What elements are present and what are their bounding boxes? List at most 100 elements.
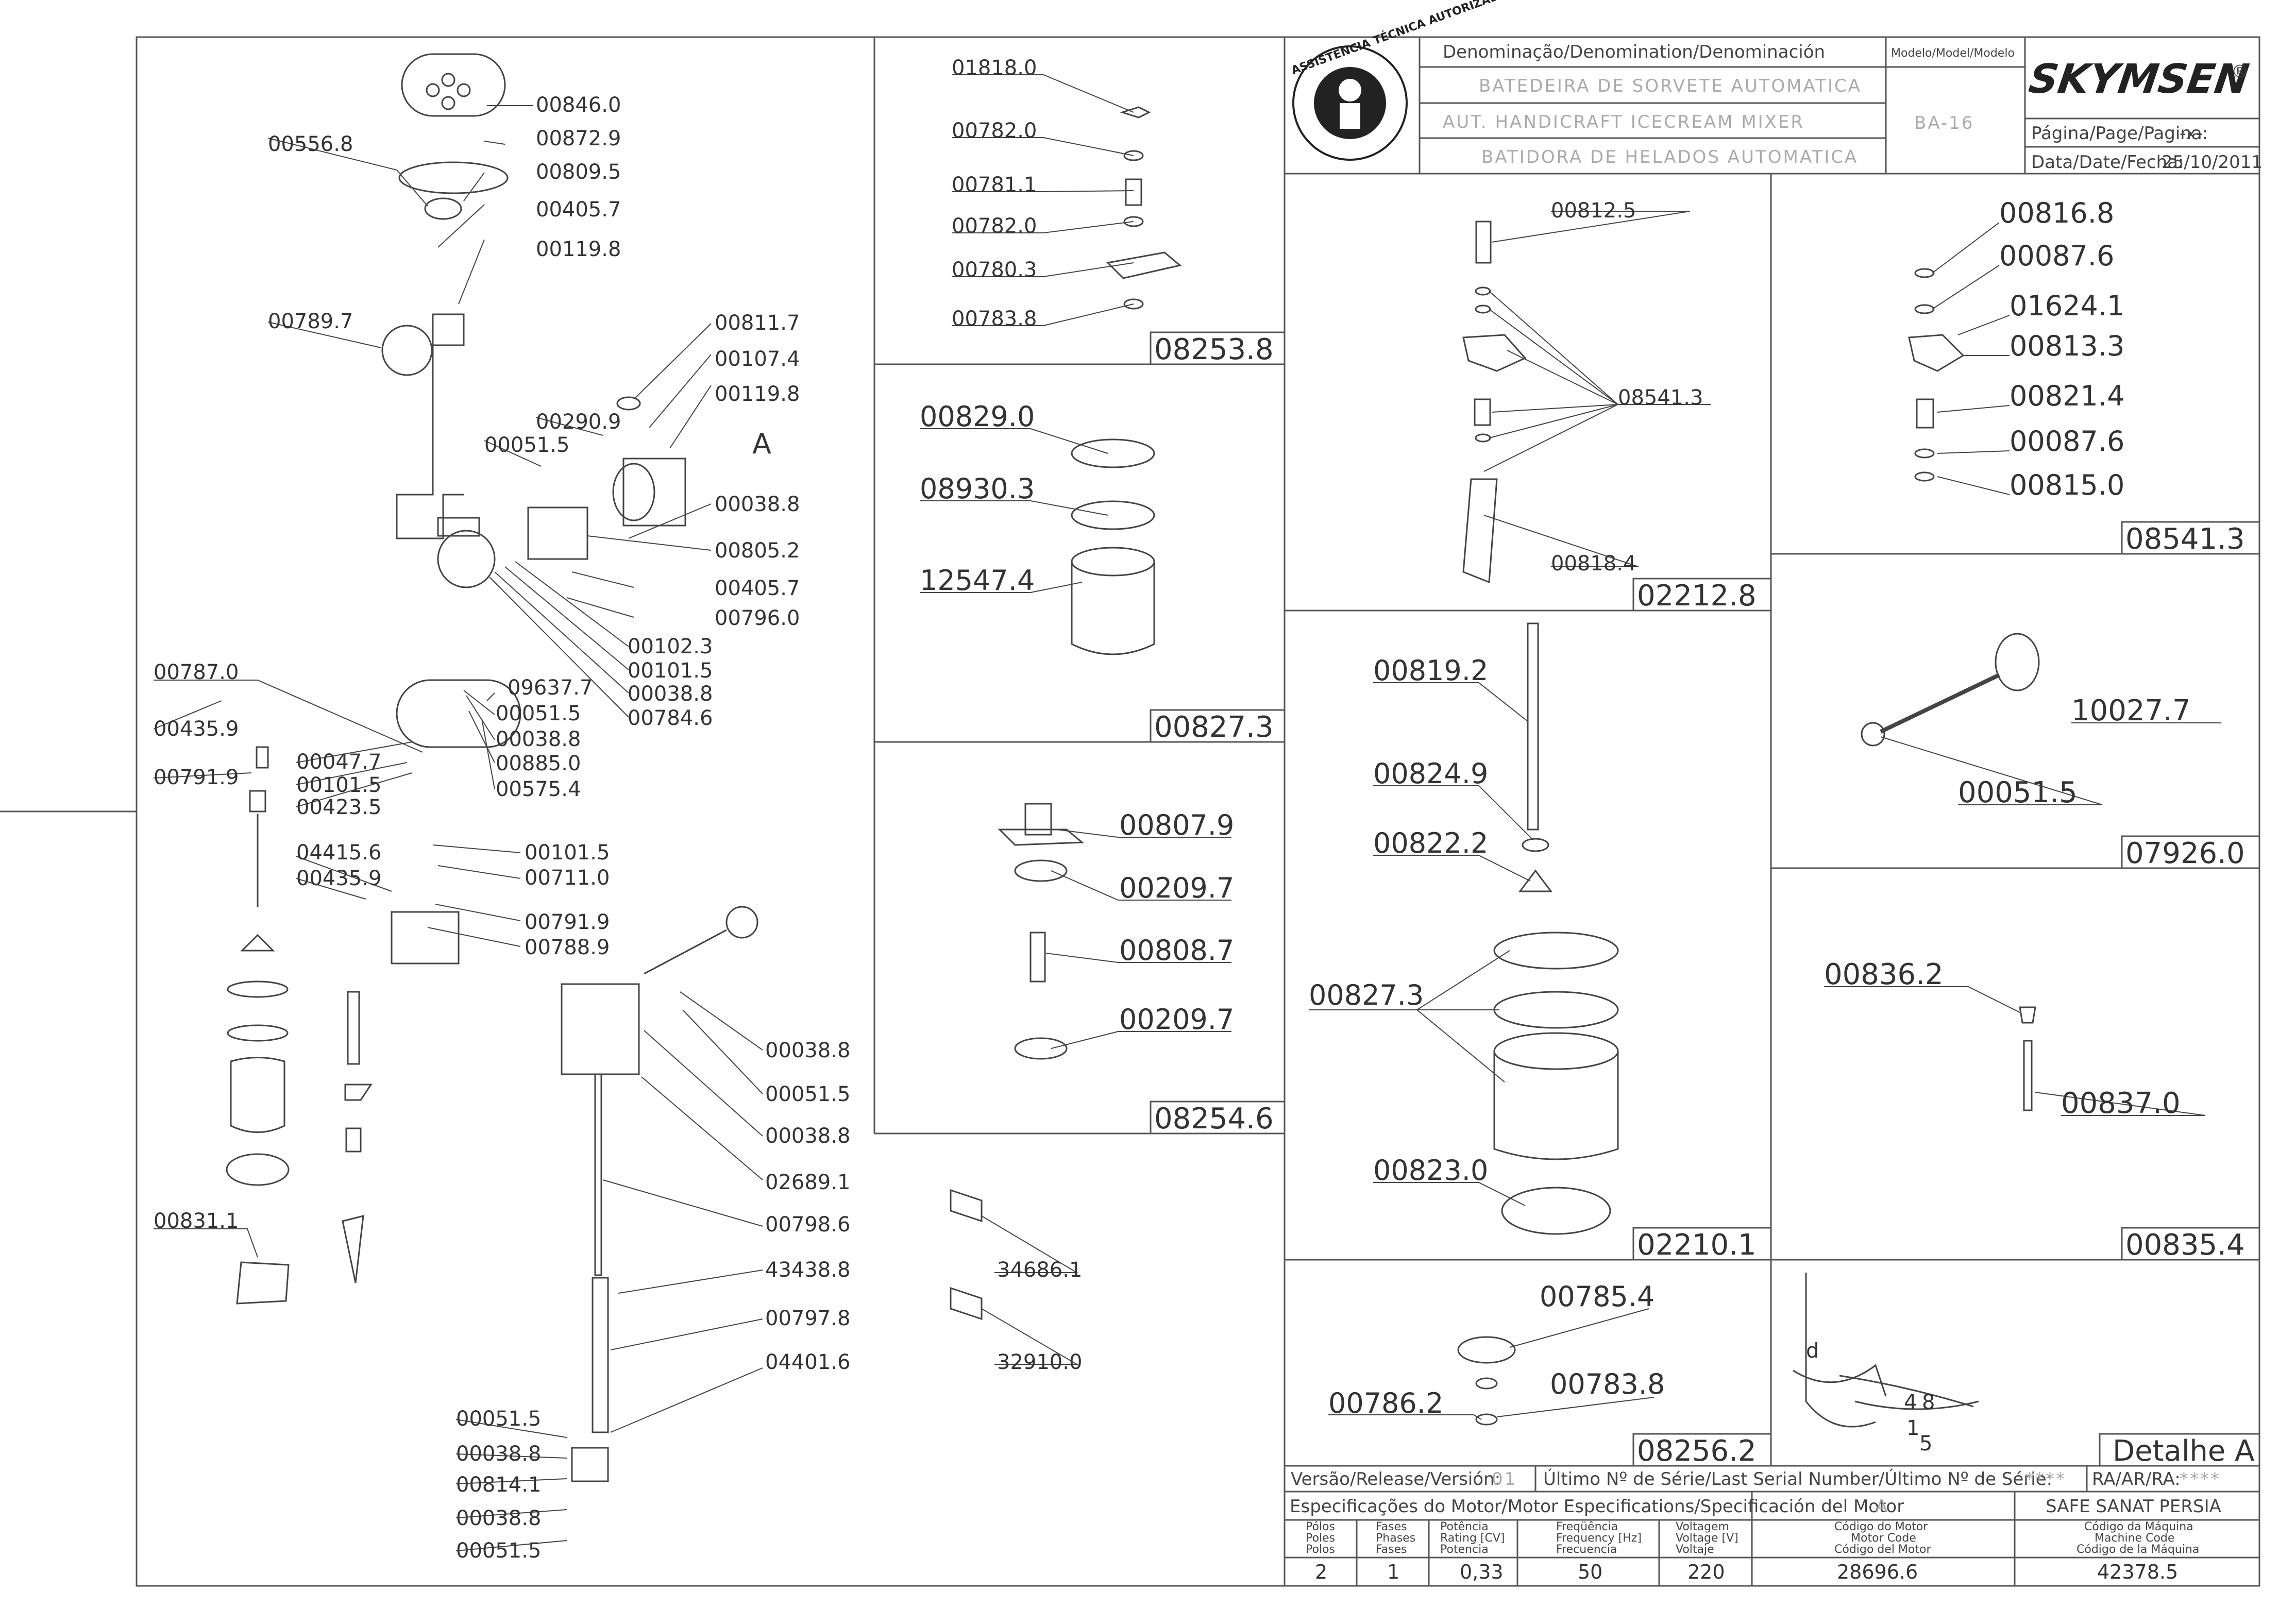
gear-shaft bbox=[1029, 932, 1046, 983]
col-freq-es: Frecuencia bbox=[1556, 1543, 1617, 1556]
page-value: -x- bbox=[2180, 123, 2203, 144]
col-freq-pt: Freqüência bbox=[1556, 1520, 1618, 1533]
col-machine-code-es: Código de la Máquina bbox=[2076, 1543, 2199, 1556]
part-label: 00812.5 bbox=[1551, 199, 1636, 223]
value-motor-code: 28696.6 bbox=[1837, 1561, 1918, 1583]
frame-lines bbox=[0, 36, 2260, 1587]
part-label: 00829.0 bbox=[920, 400, 1035, 433]
part-label: 00836.2 bbox=[1824, 958, 1944, 991]
part-label: 00788.9 bbox=[525, 936, 610, 959]
part-label: 04415.6 bbox=[296, 841, 381, 865]
panel-ref: 02210.1 bbox=[1637, 1228, 1757, 1262]
part-label: 00805.2 bbox=[715, 539, 800, 563]
labels-panel-02212: 00812.5 08541.3 00818.4 02212.8 bbox=[1551, 199, 1757, 613]
col-power-pt: Potência bbox=[1440, 1520, 1489, 1533]
model-label: Modelo/Model/Modelo bbox=[1891, 47, 2015, 60]
col-phases-en: Phases bbox=[1376, 1532, 1415, 1545]
cover-hole bbox=[441, 73, 455, 87]
panel-ref: 08253.8 bbox=[1154, 333, 1274, 366]
seal-text: ASSISTÊNCIA TÉCNICA AUTORIZADA bbox=[1290, 0, 1509, 77]
part-label: 00809.5 bbox=[536, 160, 621, 184]
model-value: BA-16 bbox=[1914, 113, 1974, 133]
part-label: 00711.0 bbox=[525, 866, 610, 890]
date-label: Data/Date/Fecha: bbox=[2031, 152, 2184, 173]
part-label: 00846.0 bbox=[536, 93, 621, 117]
column-head bbox=[561, 983, 640, 1075]
pulley bbox=[424, 197, 462, 220]
part-drawings bbox=[226, 53, 2040, 1482]
part-label: 01624.1 bbox=[2010, 290, 2124, 322]
part-label: 43438.8 bbox=[765, 1258, 850, 1282]
labels-loose-parts: 34686.1 32910.0 bbox=[997, 1258, 1082, 1374]
part-label: 00822.2 bbox=[1373, 827, 1488, 859]
part-label: 10027.7 bbox=[2071, 694, 2191, 728]
bowl-02210 bbox=[1493, 1051, 1619, 1160]
part-label: 00823.0 bbox=[1373, 1154, 1488, 1187]
column-shaft bbox=[594, 1073, 602, 1276]
part-label: 00811.7 bbox=[715, 311, 800, 335]
part-label: 34686.1 bbox=[997, 1258, 1082, 1282]
part-label: 02689.1 bbox=[765, 1171, 850, 1194]
labels-panel-02210: 00819.2 00824.9 00822.2 00827.3 00823.0 … bbox=[1309, 654, 1757, 1262]
part-label: 00791.9 bbox=[525, 910, 610, 934]
bracket-upper bbox=[432, 313, 465, 346]
value-phases: 1 bbox=[1387, 1561, 1399, 1583]
panel-ref: 08541.3 bbox=[2125, 522, 2245, 556]
part-label: 00051.5 bbox=[456, 1539, 541, 1563]
part-label: 00107.4 bbox=[715, 347, 800, 371]
version-label: Versão/Release/Versión: bbox=[1291, 1469, 1500, 1490]
gear-small bbox=[381, 325, 433, 376]
gear-large bbox=[437, 530, 496, 588]
bowl-lid bbox=[1071, 438, 1155, 468]
part-label: 00872.9 bbox=[536, 127, 621, 150]
col-machine-code-en: Machine Code bbox=[2095, 1532, 2174, 1545]
part-label: 01818.0 bbox=[952, 56, 1037, 80]
motor-bracket bbox=[527, 506, 588, 560]
part-label: 00038.8 bbox=[496, 728, 581, 751]
part-label: 00837.0 bbox=[2061, 1087, 2181, 1120]
last-serial-value: **** bbox=[2025, 1469, 2066, 1490]
labels-panel-08541: 00816.8 00087.6 01624.1 00813.3 00821.4 … bbox=[1999, 197, 2245, 556]
part-label: 08541.3 bbox=[1618, 386, 1703, 410]
page-label: Página/Page/Pagina: bbox=[2031, 123, 2208, 144]
part-label: 00435.9 bbox=[154, 717, 239, 741]
part-label: 00405.7 bbox=[715, 577, 800, 600]
part-label: 00038.8 bbox=[765, 1124, 850, 1148]
part-label: 00051.5 bbox=[456, 1407, 541, 1431]
part-label: 00423.5 bbox=[296, 796, 381, 819]
leader-lines bbox=[153, 74, 2221, 1551]
part-label: 00051.5 bbox=[765, 1082, 850, 1106]
part-label: 00782.0 bbox=[952, 119, 1037, 143]
part-label: 00087.6 bbox=[1999, 240, 2114, 272]
axle-shaft bbox=[1880, 673, 2000, 734]
part-label: 00798.6 bbox=[765, 1213, 850, 1237]
part-label: 32910.0 bbox=[997, 1350, 1082, 1374]
part-label: 00101.5 bbox=[525, 841, 610, 865]
detail-label: 1 bbox=[1906, 1416, 1919, 1440]
col-volt-pt: Voltagem bbox=[1676, 1520, 1729, 1533]
part-label: 00209.7 bbox=[1119, 872, 1234, 904]
part-label: 08930.3 bbox=[920, 472, 1035, 505]
part-label: 00785.4 bbox=[1540, 1280, 1655, 1313]
part-label: 09637.7 bbox=[508, 676, 593, 700]
labels-panel-00827: 00829.0 08930.3 12547.4 00827.3 bbox=[920, 400, 1274, 744]
part-label: 00119.8 bbox=[536, 238, 621, 261]
motor-spec-label: Especificações do Motor/Motor Especifica… bbox=[1290, 1496, 1904, 1517]
denomination-header: Denominação/Denomination/Denominación bbox=[1443, 42, 1825, 62]
part-label: 00796.0 bbox=[715, 606, 800, 630]
panel-ref: 08254.6 bbox=[1154, 1102, 1274, 1136]
brand-mark: ® bbox=[2231, 61, 2249, 82]
ra-value: **** bbox=[2180, 1469, 2221, 1490]
paddle-left bbox=[236, 1261, 290, 1305]
col-motor-code-es: Código del Motor bbox=[1834, 1543, 1931, 1556]
labels-panel-07926: 10027.7 00051.5 07926.0 bbox=[1958, 694, 2245, 870]
brand-logo: SKYMSEN ® bbox=[2026, 56, 2252, 103]
name-en: AUT. HANDICRAFT ICECREAM MIXER bbox=[1443, 112, 1804, 132]
part-label: 00038.8 bbox=[456, 1507, 541, 1530]
name-pt: BATEDEIRA DE SORVETE AUTOMATICA bbox=[1479, 76, 1862, 96]
part-label: 00556.8 bbox=[268, 132, 353, 156]
labels-panel-08253: 01818.0 00782.0 00781.1 00782.0 00780.3 … bbox=[952, 56, 1274, 366]
col-volt-es: Voltaje bbox=[1676, 1543, 1714, 1556]
part-label: 00405.7 bbox=[536, 198, 621, 222]
part-label: 00575.4 bbox=[496, 777, 581, 801]
